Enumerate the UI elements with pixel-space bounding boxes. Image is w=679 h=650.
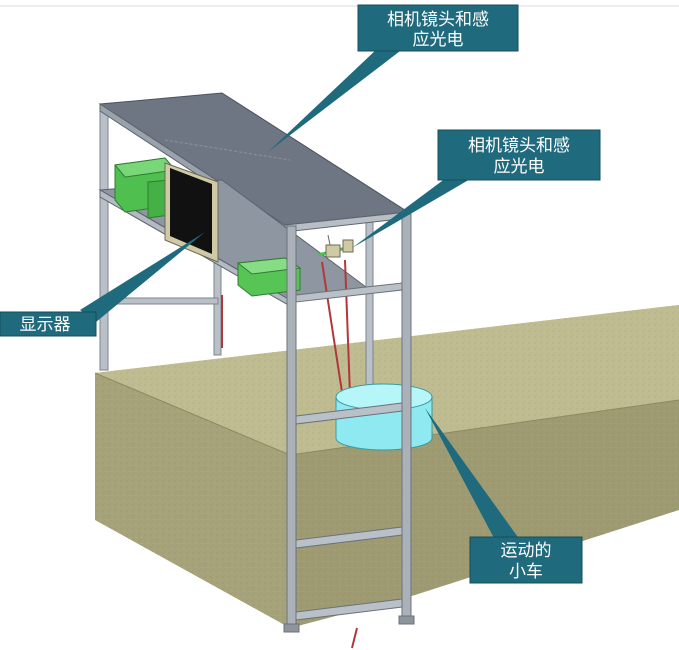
frame-post (365, 217, 374, 391)
callout-label-line2: 小车 (509, 562, 543, 582)
callout-pointer (425, 408, 520, 540)
ladder-rung (295, 526, 403, 549)
cable (321, 261, 343, 393)
callout-camera-top: 相机镜头和感 应光电 (268, 4, 519, 152)
callout-label-line1: 相机镜头和感 (387, 10, 489, 30)
front-post-right (401, 213, 412, 625)
frame-rail (107, 297, 219, 305)
callout-pointer (352, 178, 472, 248)
callout-box (357, 4, 519, 52)
ground-block (94, 305, 679, 628)
callout-display: 显示器 (0, 232, 205, 337)
roof-seam (164, 139, 291, 161)
sensor-arm (327, 234, 331, 246)
frame-front (283, 213, 415, 633)
callout-box (469, 536, 583, 584)
equipment (114, 157, 302, 297)
callout-cart: 运动的 小车 (425, 408, 583, 584)
callout-pointer (268, 48, 404, 152)
callout-box (437, 129, 601, 181)
callout-label-line1: 运动的 (501, 541, 552, 561)
sensor-body (325, 244, 341, 258)
monitor (164, 162, 219, 263)
ladder-rung (295, 598, 403, 621)
callout-box (0, 311, 97, 337)
callout-label-line2: 应光电 (413, 30, 464, 50)
callout-pointer (80, 232, 205, 322)
post-foot (283, 623, 300, 633)
camera-sensor (317, 234, 354, 258)
shelf-rail (295, 282, 403, 303)
callout-camera-side: 相机镜头和感 应光电 (352, 129, 601, 248)
sensor-body (342, 239, 354, 253)
cable (344, 259, 351, 396)
callout-label-line1: 相机镜头和感 (468, 136, 570, 156)
cables (221, 259, 358, 649)
ladder-rung (295, 402, 403, 425)
equipment-tray-top (236, 257, 302, 275)
ground-texture (95, 305, 679, 628)
cable (351, 627, 358, 649)
front-post-left (286, 225, 297, 632)
callout-label: 显示器 (20, 315, 71, 335)
monitor-screen (170, 168, 212, 254)
post-foot (398, 615, 415, 625)
callout-label-line2: 应光电 (494, 157, 545, 177)
frame-post (99, 107, 109, 371)
